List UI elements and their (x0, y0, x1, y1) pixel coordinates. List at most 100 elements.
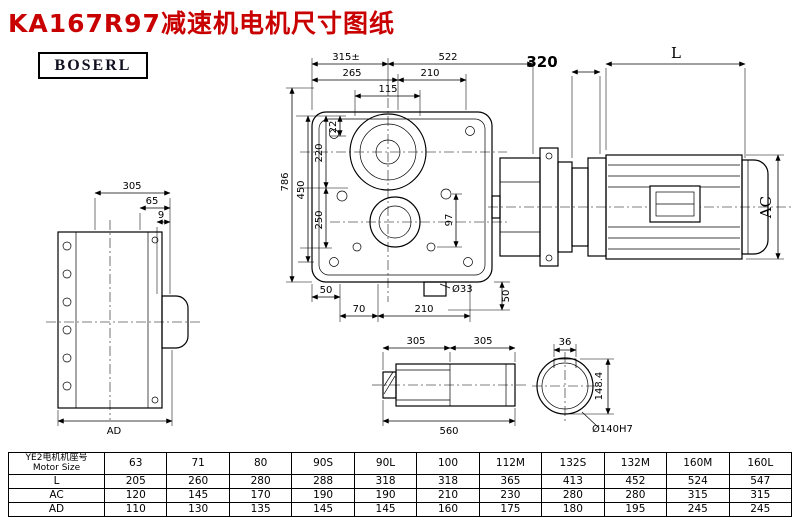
dimension-value-cell: 145 (166, 487, 230, 503)
dimension-value-cell: 145 (291, 501, 355, 517)
motor-frame-column-header: 71 (166, 452, 230, 475)
output-hub (161, 295, 189, 349)
motor-frame-column-header: 100 (416, 452, 480, 475)
dim-label: 220 (314, 143, 325, 162)
dimension-value-cell: 175 (478, 501, 543, 517)
dimension-row-label: AC (8, 487, 105, 503)
dimension-value-cell: 413 (541, 473, 605, 489)
dimension-value-cell: 315 (728, 487, 793, 503)
shaft-section-view (532, 352, 600, 422)
motor-frame-column-header: 90S (291, 452, 355, 475)
dim-label: AC (757, 196, 775, 219)
dimension-value-cell: 245 (728, 501, 793, 517)
technical-drawing: 305 65 9 AD 315± 522 (46, 44, 792, 437)
dimension-value-cell: 160 (416, 501, 480, 517)
dim-label: Ø140H7 (592, 423, 633, 435)
motor-frame-column-header: 132M (603, 452, 668, 475)
dim-label: 786 (280, 172, 291, 191)
dim-label: 210 (414, 304, 433, 315)
dim-label: 50 (320, 285, 333, 296)
dimension-value-cell: 280 (228, 473, 293, 489)
dimension-value-cell: 524 (666, 473, 730, 489)
dimension-value-cell: 315 (666, 487, 730, 503)
dimension-value-cell: 195 (603, 501, 668, 517)
front-view (300, 98, 507, 302)
motor-frame-column-header: 160L (728, 452, 793, 475)
dimension-value-cell: 190 (291, 487, 355, 503)
motor-size-header-cn: YE2电机机座号 (25, 453, 88, 463)
dim-label: 70 (353, 304, 366, 315)
dim-label: 65 (146, 196, 159, 207)
dim-label: 36 (559, 337, 572, 348)
section-dimensions: 36 148.4 Ø140H7 (553, 337, 633, 435)
motor-assembly-view (488, 147, 792, 267)
motor-frame-column-header: 90L (353, 452, 418, 475)
dimension-value-cell: 280 (603, 487, 668, 503)
motor-frame-column-header: 112M (478, 452, 543, 475)
motor-frame-column-header: 132S (541, 452, 605, 475)
dimension-value-cell: 205 (103, 473, 168, 489)
hollow-bore-inner (541, 362, 589, 410)
dimension-value-cell: 135 (228, 501, 293, 517)
keyway (553, 358, 577, 368)
bottom-shaft-stub (423, 281, 447, 297)
motor-frame-column-header: 160M (666, 452, 730, 475)
dimension-value-cell: 180 (541, 501, 605, 517)
brand-text: BOSERL (54, 56, 132, 74)
dimension-value-cell: 190 (353, 487, 418, 503)
brand-logo: BOSERL (38, 52, 148, 79)
assembly-dimensions: 320 L AC (526, 44, 784, 260)
dim-label: 97 (444, 214, 455, 227)
motor-frame-column-header: 63 (103, 452, 168, 475)
page-title: KA167R97减速机电机尺寸图纸 (8, 9, 395, 38)
gearbox-front-body (311, 111, 493, 283)
output-shaft-view (372, 363, 528, 407)
dimension-value-cell: 452 (603, 473, 668, 489)
dimension-value-cell: 365 (478, 473, 543, 489)
shaft-body (395, 363, 516, 407)
dimension-value-cell: 245 (666, 501, 730, 517)
dimension-value-cell: 260 (166, 473, 230, 489)
hollow-bore-outer (536, 357, 594, 415)
dim-label: 210 (420, 68, 439, 79)
dimension-row-label: AD (8, 501, 105, 517)
left-side-view (46, 220, 202, 420)
dimension-value-cell: 110 (103, 501, 168, 517)
dim-label: AD (107, 426, 122, 437)
dim-label: 250 (314, 210, 325, 229)
dimension-value-cell: 170 (228, 487, 293, 503)
left-view-dimensions: 305 65 9 AD (57, 181, 173, 437)
dim-label: Ø33 (452, 283, 473, 295)
dimension-row-label: L (8, 473, 105, 489)
dimension-value-cell: 120 (103, 487, 168, 503)
dim-label: 50 (501, 290, 512, 303)
dim-label: 522 (438, 52, 457, 63)
dim-label: 9 (158, 210, 164, 221)
dim-label: 265 (342, 68, 361, 79)
shaft-dimensions: 305 305 560 (382, 336, 516, 437)
motor-size-header-en: Motor Size (32, 463, 81, 474)
dim-label: 22 (328, 121, 339, 134)
front-view-dimensions: 315± 522 265 210 115 22 220 250 450 786 (280, 52, 534, 322)
dimension-value-cell: 547 (728, 473, 793, 489)
dimension-value-cell: 288 (291, 473, 355, 489)
dim-label: L (671, 44, 681, 62)
dim-label: 115 (378, 84, 397, 95)
dim-label: 305 (122, 181, 141, 192)
dim-label: 305 (406, 336, 425, 347)
dim-label: 148.4 (594, 372, 605, 401)
fan-cowl (741, 159, 769, 255)
dim-label: 450 (296, 180, 307, 199)
secondary-bore (369, 196, 421, 248)
dimension-value-cell: 130 (166, 501, 230, 517)
dimension-value-cell: 280 (541, 487, 605, 503)
dim-label: 305 (473, 336, 492, 347)
input-bore (349, 113, 427, 191)
dim-label: 315± (332, 52, 359, 63)
dimension-value-cell: 318 (416, 473, 480, 489)
